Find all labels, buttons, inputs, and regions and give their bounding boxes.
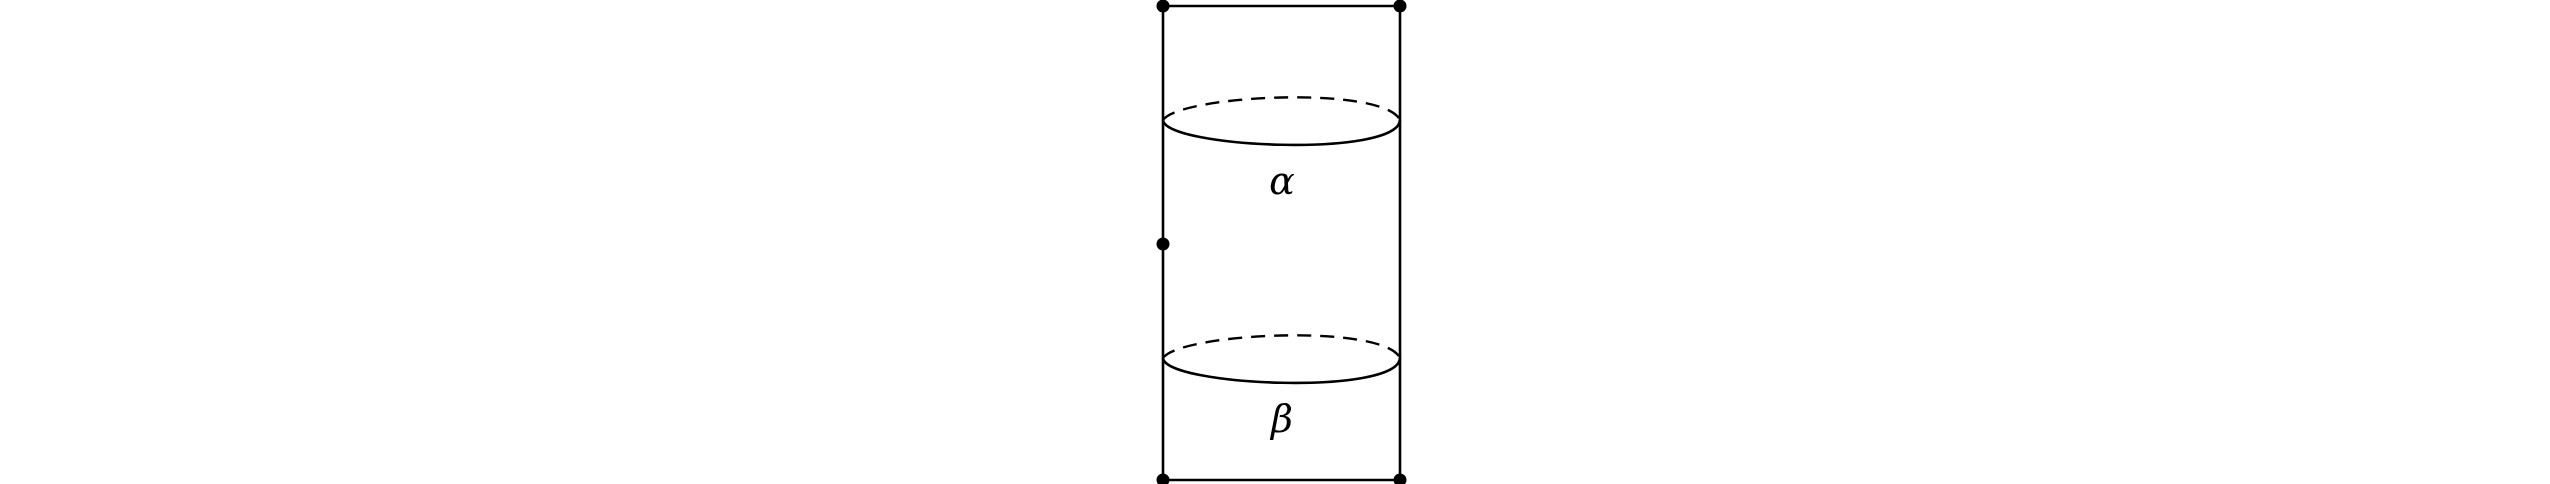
beta-curve-back-dashed <box>1162 334 1402 359</box>
marked-point-top-right <box>1393 0 1407 13</box>
marked-point-left-middle <box>1156 237 1170 251</box>
beta-label: β <box>1269 397 1293 441</box>
alpha-curve <box>1161 96 1402 147</box>
alpha-label: α <box>1269 159 1295 203</box>
marked-point-bottom-left <box>1156 473 1170 484</box>
beta-curve-front <box>1161 357 1402 385</box>
marked-point-top-left <box>1156 0 1170 13</box>
alpha-curve-back-dashed <box>1162 96 1402 121</box>
beta-curve <box>1161 334 1402 385</box>
alpha-curve-front <box>1161 119 1402 147</box>
marked-point-bottom-right <box>1393 473 1407 484</box>
